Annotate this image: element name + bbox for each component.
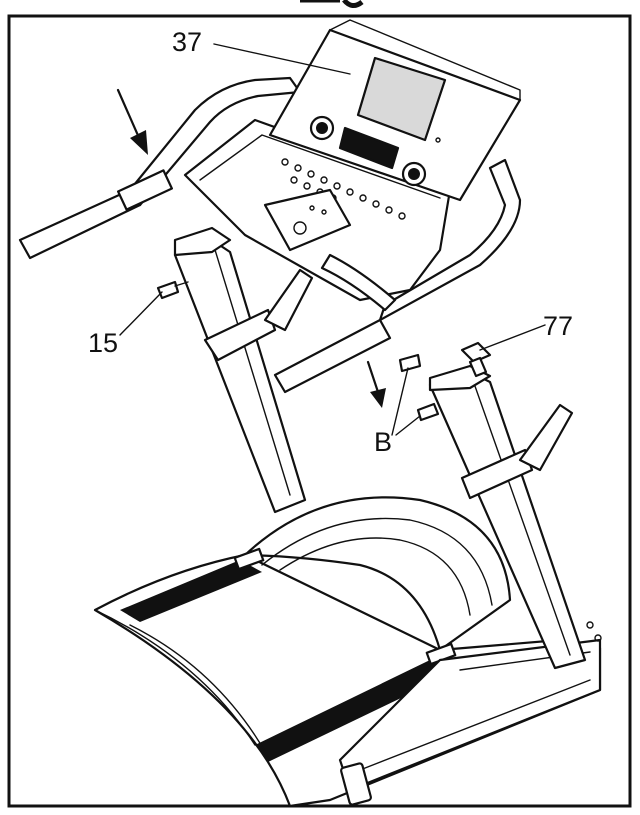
cropped-title-remnant — [300, 0, 364, 8]
callout-15: 15 — [88, 328, 118, 358]
bracket-77 — [460, 341, 492, 378]
callout-77: 77 — [543, 311, 573, 341]
console — [183, 19, 522, 312]
arrow-right-handrail-icon — [366, 360, 386, 408]
bolt-15 — [156, 280, 189, 300]
leader-b-2 — [395, 415, 421, 436]
leader-77 — [479, 324, 546, 351]
arrow-left-handrail-icon — [116, 88, 148, 155]
callout-37: 37 — [172, 27, 202, 57]
treadmill-deck — [93, 496, 602, 808]
leader-37 — [213, 43, 351, 75]
right-handrail — [273, 158, 522, 394]
diagram-frame — [7, 14, 632, 808]
right-handle-mount — [460, 403, 574, 500]
leader-b-1 — [391, 367, 409, 436]
left-handle-mount — [203, 268, 314, 362]
right-upright — [428, 364, 587, 670]
left-upright — [173, 226, 307, 514]
bolt-b-set — [398, 353, 440, 422]
left-handrail — [18, 76, 302, 260]
leader-15 — [119, 291, 163, 336]
console-screen — [356, 56, 447, 142]
callout-b: B — [374, 427, 392, 457]
